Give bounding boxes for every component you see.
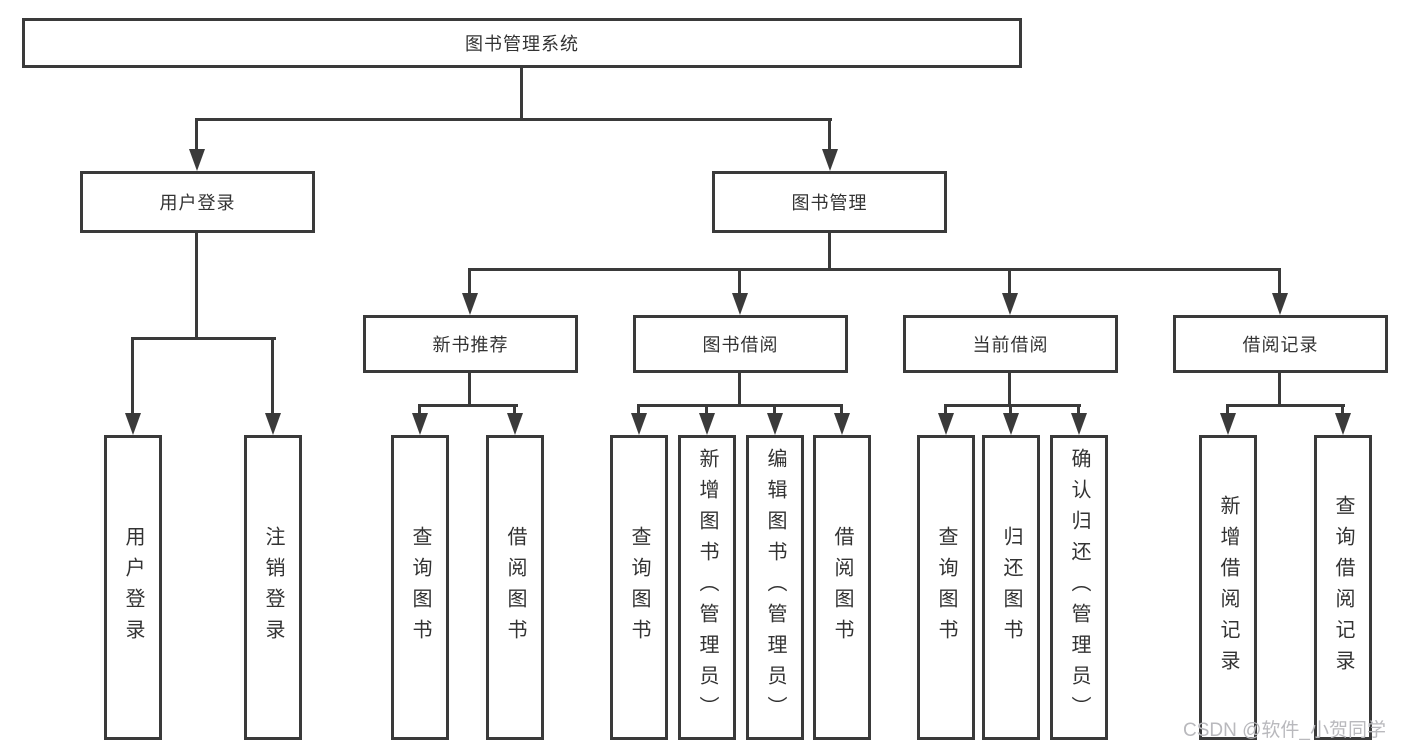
arrow-down-icon — [699, 413, 715, 435]
node-label: 新增借阅记录 — [1217, 494, 1239, 681]
node-label: 确认归还（管理员） — [1068, 448, 1090, 727]
node-new-book-recommend: 新书推荐 — [363, 315, 578, 373]
node-label: 编辑图书（管理员） — [764, 448, 786, 727]
leaf-return-book: 归还图书 — [982, 435, 1040, 740]
connector-leaf-shaft — [1341, 404, 1344, 418]
leaf-borrow-books: 借阅图书 — [813, 435, 871, 740]
connector-book-borrow-branch — [637, 404, 843, 407]
connector-user-login-shaft — [195, 118, 198, 158]
connector-borrow-records-branch — [1226, 404, 1345, 407]
node-book-borrow: 图书借阅 — [633, 315, 848, 373]
leaf-query-borrow-record: 查询借阅记录 — [1314, 435, 1372, 740]
node-label: 新书推荐 — [432, 335, 509, 355]
connector-book-mgmt-shaft — [828, 118, 831, 158]
arrow-down-icon — [1002, 293, 1018, 315]
leaf-add-book-admin: 新增图书（管理员） — [678, 435, 736, 740]
connector-user-login-drop — [195, 233, 198, 340]
node-label: 用户登录 — [159, 193, 236, 213]
connector-leaf-shaft — [840, 404, 843, 418]
node-label: 查询图书 — [935, 525, 957, 650]
node-user-login: 用户登录 — [80, 171, 315, 233]
node-label: 查询图书 — [409, 525, 431, 650]
leaf-query-books-current: 查询图书 — [917, 435, 975, 740]
node-label: 借阅图书 — [831, 525, 853, 650]
connector-current-borrow-drop — [1008, 373, 1011, 407]
connector-book-borrow-drop — [738, 373, 741, 407]
connector-root-drop — [520, 68, 523, 121]
connector-l3-shaft — [738, 268, 741, 298]
connector-l3-shaft — [1278, 268, 1281, 298]
node-label: 图书借阅 — [702, 335, 779, 355]
connector-book-mgmt-branch — [468, 268, 1281, 271]
node-label: 注销登录 — [262, 525, 284, 650]
arrow-down-icon — [1220, 413, 1236, 435]
connector-l3-shaft — [468, 268, 471, 298]
arrow-down-icon — [767, 413, 783, 435]
leaf-query-books-recommend: 查询图书 — [391, 435, 449, 740]
connector-leaf-shaft — [271, 337, 274, 418]
arrow-down-icon — [462, 293, 478, 315]
connector-leaf-shaft — [1226, 404, 1229, 418]
arrow-down-icon — [125, 413, 141, 435]
node-label: 图书管理系统 — [465, 34, 579, 54]
node-label: 查询借阅记录 — [1332, 494, 1354, 681]
connector-leaf-shaft — [131, 337, 134, 418]
connector-new-books-drop — [468, 373, 471, 407]
node-label: 新增图书（管理员） — [696, 448, 718, 727]
leaf-user-login: 用户登录 — [104, 435, 162, 740]
arrow-down-icon — [732, 293, 748, 315]
arrow-down-icon — [1335, 413, 1351, 435]
arrow-down-icon — [631, 413, 647, 435]
arrow-down-icon — [1003, 413, 1019, 435]
leaf-borrow-books-recommend: 借阅图书 — [486, 435, 544, 740]
connector-leaf-shaft — [1077, 404, 1080, 418]
node-current-borrow: 当前借阅 — [903, 315, 1118, 373]
arrow-down-icon — [412, 413, 428, 435]
leaf-add-borrow-record: 新增借阅记录 — [1199, 435, 1257, 740]
node-label: 当前借阅 — [972, 335, 1049, 355]
connector-leaf-shaft — [513, 404, 516, 418]
leaf-query-books-borrow: 查询图书 — [610, 435, 668, 740]
node-label: 归还图书 — [1000, 525, 1022, 650]
arrow-down-icon — [507, 413, 523, 435]
csdn-watermark: CSDN @软件_小贺同学 — [1183, 720, 1386, 741]
node-label: 借阅记录 — [1242, 335, 1319, 355]
node-book-management: 图书管理 — [712, 171, 947, 233]
connector-current-borrow-branch — [944, 404, 1081, 407]
arrow-down-icon — [938, 413, 954, 435]
connector-leaf-shaft — [418, 404, 421, 418]
node-label: 图书管理 — [791, 193, 868, 213]
connector-root-branch — [195, 118, 832, 121]
arrow-down-icon — [1272, 293, 1288, 315]
connector-new-books-branch — [418, 404, 518, 407]
arrow-down-icon — [189, 149, 205, 171]
connector-leaf-shaft — [705, 404, 708, 418]
arrow-down-icon — [822, 149, 838, 171]
connector-leaf-shaft — [1009, 404, 1012, 418]
arrow-down-icon — [265, 413, 281, 435]
arrow-down-icon — [1071, 413, 1087, 435]
arrow-down-icon — [834, 413, 850, 435]
connector-leaf-shaft — [773, 404, 776, 418]
node-label: 查询图书 — [628, 525, 650, 650]
leaf-logout: 注销登录 — [244, 435, 302, 740]
node-label: 借阅图书 — [504, 525, 526, 650]
connector-l3-shaft — [1008, 268, 1011, 298]
connector-borrow-records-drop — [1278, 373, 1281, 407]
connector-leaf-shaft — [944, 404, 947, 418]
connector-leaf-shaft — [637, 404, 640, 418]
connector-user-login-branch — [131, 337, 276, 340]
leaf-confirm-return-admin: 确认归还（管理员） — [1050, 435, 1108, 740]
node-label: 用户登录 — [122, 525, 144, 650]
leaf-edit-book-admin: 编辑图书（管理员） — [746, 435, 804, 740]
node-borrow-records: 借阅记录 — [1173, 315, 1388, 373]
connector-book-mgmt-drop — [828, 233, 831, 271]
node-library-system: 图书管理系统 — [22, 18, 1022, 68]
